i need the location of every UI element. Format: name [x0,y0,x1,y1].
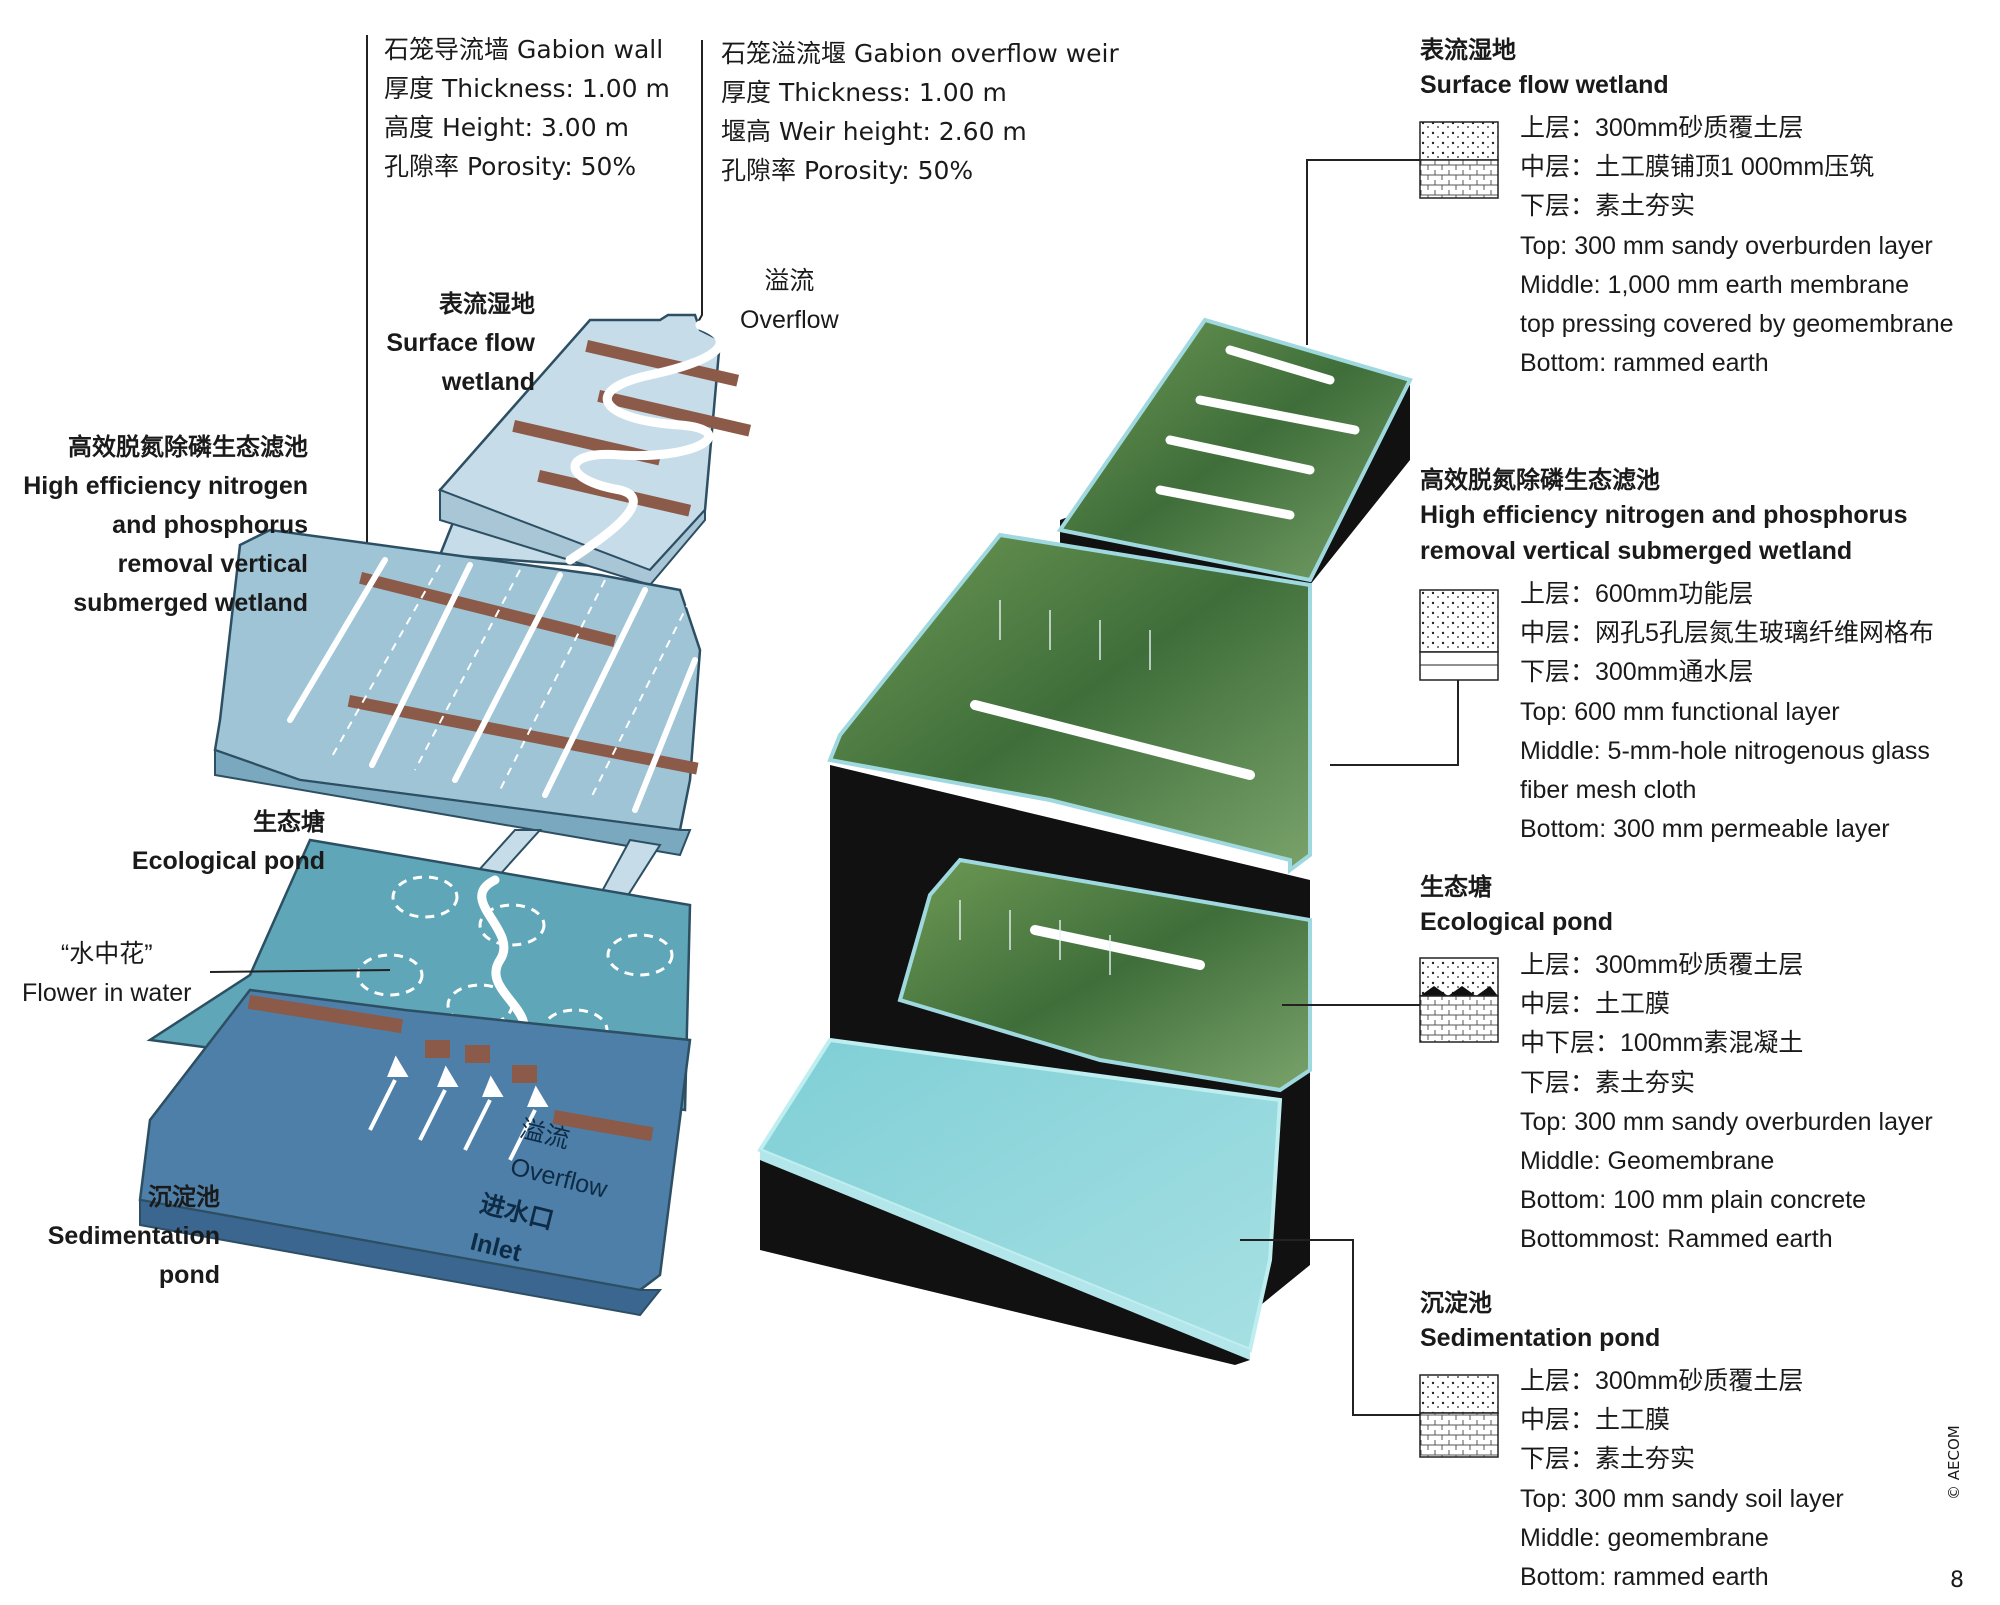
gabion-wall-line: 厚度 Thickness: 1.00 m [384,74,670,103]
legend-sedimentation-lines: 上层：300mm砂质覆土层 中层：土工膜 下层：素土夯实 Top: 300 mm… [1520,1367,1844,1592]
swatch-ecological-pond [1419,957,1499,1043]
gabion-weir-leader [697,40,703,323]
swatch-surface-flow [1419,121,1499,199]
gabion-wall-line: 孔隙率 Porosity: 50% [384,152,637,181]
legend-ecological-pond: 生态塘 Ecological pond 上层：300mm砂质覆土层 中层：土工膜… [1420,872,1933,1260]
legend-leaders [1240,159,1459,1416]
right-model [757,317,1413,1365]
label-surface-flow: 表流湿地 Surface flow wetland [386,291,535,396]
gabion-weir-line: 孔隙率 Porosity: 50% [721,156,974,185]
swatch-vertical-filter [1419,589,1499,681]
gabion-wall-specs: 石笼导流墙 Gabion wall 厚度 Thickness: 1.00 m 高… [384,30,670,186]
legend-sedimentation: 沉淀池 Sedimentation pond 上层：300mm砂质覆土层 中层：… [1420,1288,1844,1597]
gabion-weir-line: 堰高 Weir height: 2.60 m [721,117,1027,146]
legend-vertical-filter-lines: 上层：600mm功能层 中层：网孔5孔层氮生玻璃纤维网格布 下层：300mm通水… [1520,580,1934,844]
left-sedimentation-pond [138,988,692,1317]
label-overflow-top: 溢流 Overflow [740,267,839,334]
swatch-sedimentation [1419,1374,1499,1458]
label-flower-in-water: “水中花” Flower in water [22,940,192,1007]
page-number: 8 [1950,1568,1964,1593]
label-ecological-pond: 生态塘 Ecological pond [131,809,325,875]
label-vertical-wetland: 高效脱氮除磷生态滤池 High efficiency nitrogen and … [23,434,308,617]
legend-surface-flow-lines: 上层：300mm砂质覆土层 中层：土工膜铺顶1 000mm压筑 下层：素土夯实 … [1520,114,1954,378]
gabion-wall-line: 高度 Height: 3.00 m [384,113,629,142]
legend-ecological-pond-lines: 上层：300mm砂质覆土层 中层：土工膜 中下层：100mm素混凝土 下层：素土… [1520,951,1933,1254]
legend-vertical-filter: 高效脱氮除磷生态滤池 High efficiency nitrogen and … [1420,465,1934,849]
legend-surface-flow: 表流湿地 Surface flow wetland 上层：300mm砂质覆土层 … [1420,35,1954,383]
gabion-weir-line: 石笼溢流堰 Gabion overflow weir [721,39,1119,68]
left-surface-flow-wetland [437,313,752,587]
gabion-weir-specs: 石笼溢流堰 Gabion overflow weir 厚度 Thickness:… [721,34,1119,190]
flower-leader [209,969,391,973]
credit-text: © AECOM [1945,1425,1963,1500]
gabion-weir-line: 厚度 Thickness: 1.00 m [721,78,1007,107]
gabion-wall-line: 石笼导流墙 Gabion wall [384,35,664,64]
label-sedimentation-pond: 沉淀池 Sedimentation pond [47,1184,220,1289]
left-vertical-wetland [213,528,702,857]
